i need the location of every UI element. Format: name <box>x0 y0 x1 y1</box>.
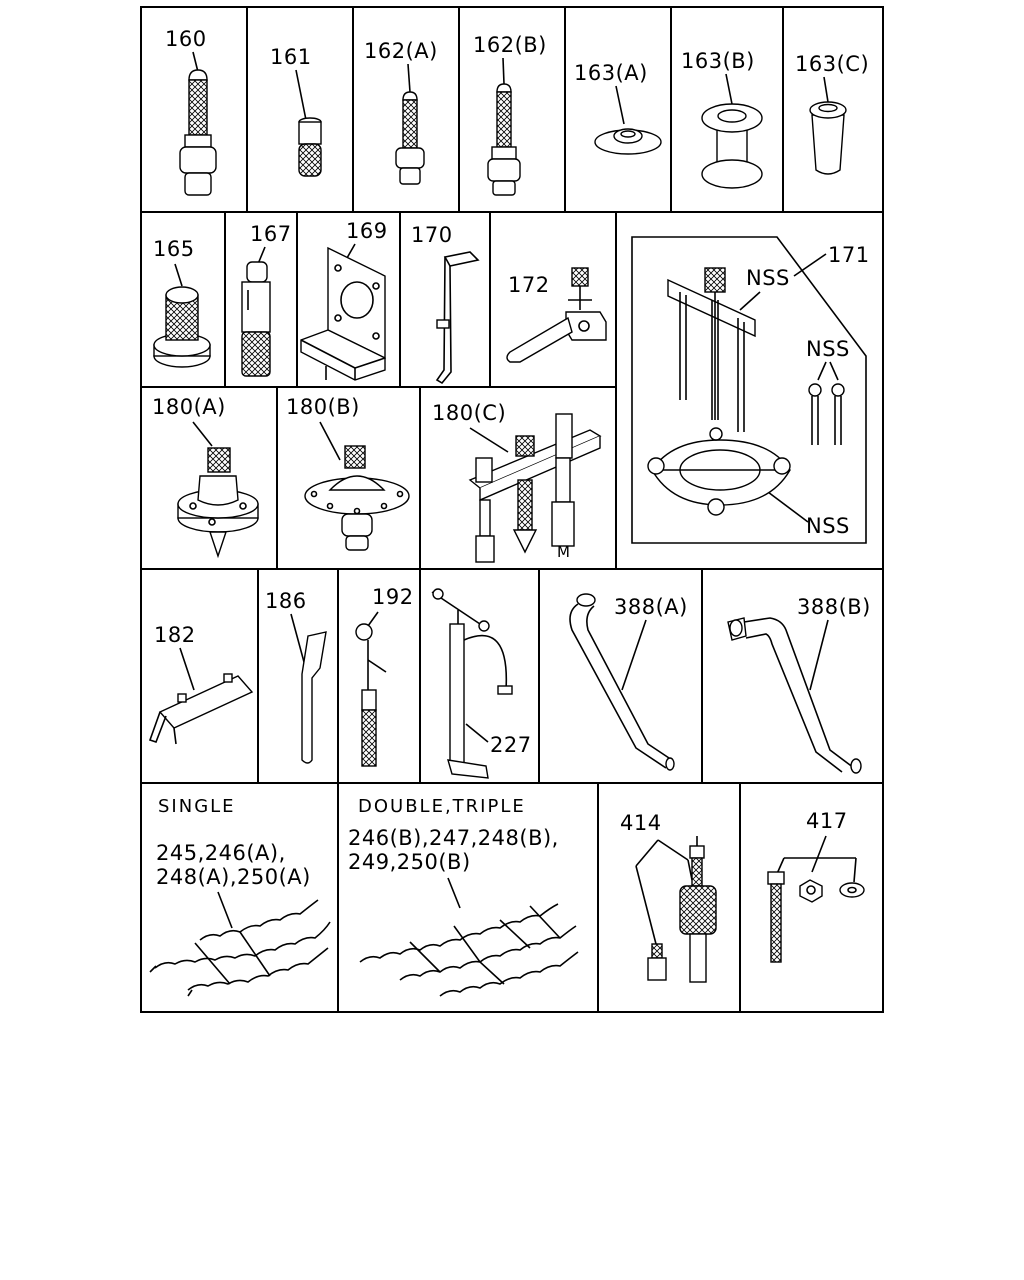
label-388a: 388(A) <box>614 595 688 619</box>
part-165: 165 <box>153 237 211 368</box>
part-160: 160 <box>165 27 217 196</box>
label-161: 161 <box>270 45 312 69</box>
label-417: 417 <box>806 809 848 833</box>
part-388b: 388(B) <box>727 595 871 774</box>
part-180b: 180(B) <box>286 395 410 551</box>
label-nss-1: NSS <box>746 266 790 290</box>
label-170: 170 <box>411 223 453 247</box>
label-388b: 388(B) <box>797 595 871 619</box>
part-163c: 163(C) <box>795 52 869 175</box>
label-180c: 180(C) <box>432 401 506 425</box>
label-414: 414 <box>620 811 662 835</box>
label-182: 182 <box>154 623 196 647</box>
label-163c: 163(C) <box>795 52 869 76</box>
label-nss-2: NSS <box>806 337 850 361</box>
part-182: 182 <box>148 623 254 745</box>
label-single: SINGLE <box>158 796 236 817</box>
label-double-line1: 246(B),247,248(B), <box>348 826 559 850</box>
part-169: 169 <box>300 219 388 381</box>
label-167: 167 <box>250 222 292 246</box>
part-170: 170 <box>411 223 480 385</box>
part-388a: 388(A) <box>569 593 688 771</box>
part-227: 227 <box>431 588 532 779</box>
part-162b: 162(B) <box>473 33 547 196</box>
label-162b: 162(B) <box>473 33 547 57</box>
label-162a: 162(A) <box>364 39 438 63</box>
part-186: 186 <box>265 589 327 764</box>
label-171: 171 <box>828 243 870 267</box>
label-163a: 163(A) <box>574 61 648 85</box>
part-414: 414 <box>620 811 717 983</box>
part-162a: 162(A) <box>364 39 438 185</box>
label-172: 172 <box>508 273 550 297</box>
part-180a: 180(A) <box>152 395 259 559</box>
part-161: 161 <box>270 45 322 177</box>
part-167: 167 <box>241 222 292 377</box>
part-163b: 163(B) <box>681 49 763 189</box>
label-nss-3: NSS <box>806 514 850 538</box>
grid-frame <box>140 6 884 1013</box>
section-double-triple: DOUBLE,TRIPLE 246(B),247,248(B), 249,250… <box>348 796 579 997</box>
label-160: 160 <box>165 27 207 51</box>
label-180b: 180(B) <box>286 395 360 419</box>
label-double-line2: 249,250(B) <box>348 850 471 874</box>
label-169: 169 <box>346 219 388 243</box>
label-165: 165 <box>153 237 195 261</box>
label-227: 227 <box>490 733 532 757</box>
part-192: 192 <box>355 585 414 767</box>
label-single-line1: 245,246(A), <box>156 841 286 865</box>
label-163b: 163(B) <box>681 49 755 73</box>
label-double-triple: DOUBLE,TRIPLE <box>358 796 526 817</box>
label-m: M <box>557 543 570 561</box>
part-180c: 180(C) M <box>432 401 602 563</box>
part-417: 417 <box>767 809 865 963</box>
label-192: 192 <box>372 585 414 609</box>
part-172: 172 <box>506 267 607 363</box>
label-186: 186 <box>265 589 307 613</box>
part-171: 171 NSS NSS NSS <box>631 236 870 544</box>
section-single: SINGLE 245,246(A), 248(A),250(A) <box>149 796 331 997</box>
label-180a: 180(A) <box>152 395 226 419</box>
part-163a: 163(A) <box>574 61 662 155</box>
label-single-line2: 248(A),250(A) <box>156 865 311 889</box>
